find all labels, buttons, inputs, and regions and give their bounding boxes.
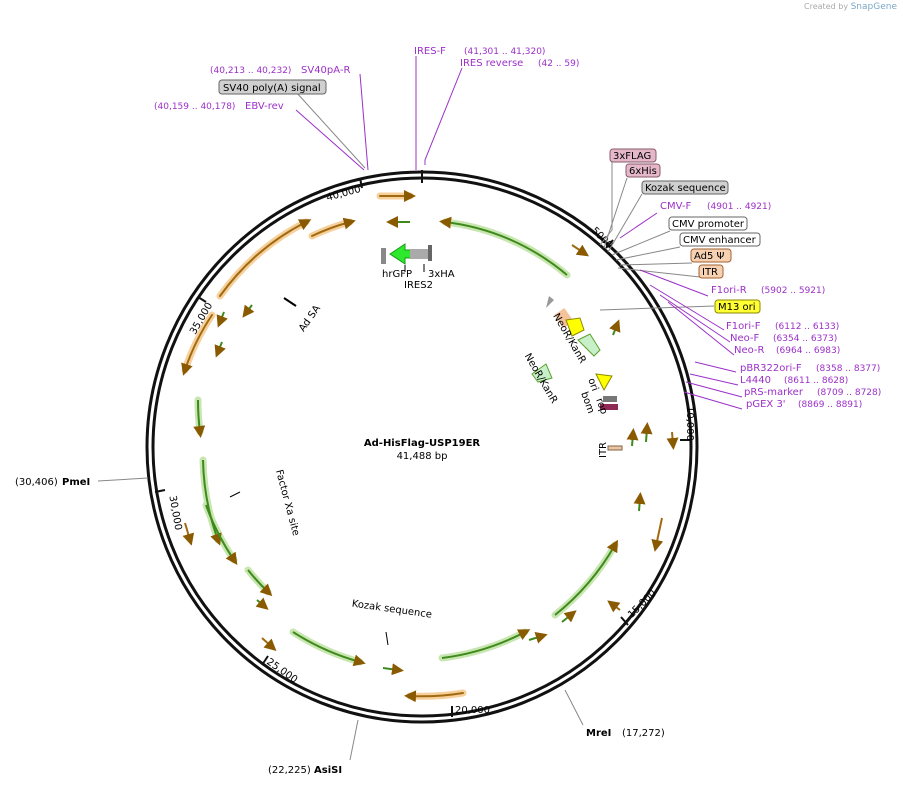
primer-ires-f-coord: (41,301 .. 41,320) [464, 47, 545, 57]
feature-6xhis: 6xHis [629, 166, 657, 177]
feature-sv40-polya: SV40 poly(A) signal [223, 83, 321, 94]
primer-pbr322ori-f-coord: (8358 .. 8377) [816, 364, 880, 374]
orange-features [181, 190, 467, 703]
label-ad-sa: Ad SA [297, 303, 323, 334]
feature-m13-ori: M13 ori [718, 302, 756, 313]
label-ires2: IRES2 [404, 280, 433, 291]
plasmid-size: 41,488 bp [397, 451, 448, 462]
primer-l4440: L4440 [740, 375, 771, 386]
label-3xha: 3xHA [428, 269, 455, 280]
feature-ad5-psi: Ad5 Ψ [694, 251, 725, 262]
label-kozak-inner: Kozak sequence [351, 599, 432, 621]
label-bom: bom [578, 390, 596, 415]
neo-cluster [531, 296, 623, 451]
primer-f1ori-f-coord: (6112 .. 6133) [775, 322, 839, 332]
enzyme-mrei[interactable]: MreI (17,272) [564, 689, 665, 739]
primer-f1ori-r-coord: (5902 .. 5921) [761, 286, 825, 296]
primer-pgex-3-coord: (8869 .. 8891) [798, 400, 862, 410]
primer-ebv-rev-coord: (40,159 .. 40,178) [154, 102, 235, 112]
primer-cmv-f-coord: (4901 .. 4921) [707, 202, 771, 212]
label-ori: ori [585, 377, 600, 393]
label-rop: rop [593, 397, 609, 416]
tick-20000: 20,000 [455, 705, 490, 716]
primer-pgex-3: pGEX 3' [746, 399, 786, 410]
feature-cmv-promoter: CMV promoter [672, 219, 745, 230]
right-labels: 3xFLAG 6xHis Kozak sequence CMV-F (4901 … [599, 148, 881, 410]
tick-25000: 25,000 [264, 657, 299, 686]
label-hrgfp: hrGFP [382, 269, 412, 280]
svg-text:(17,272): (17,272) [622, 728, 665, 739]
primer-ires-f: IRES-F [414, 46, 446, 57]
svg-text:AsiSI: AsiSI [314, 765, 342, 776]
svg-text:MreI: MreI [586, 728, 611, 739]
tick-15000: 15,000 [626, 588, 659, 621]
feature-3xflag: 3xFLAG [613, 151, 651, 162]
small-arrows [182, 216, 679, 676]
primer-l4440-coord: (8611 .. 8628) [784, 376, 848, 386]
primer-sv40pa-r: SV40pA-R [301, 65, 350, 76]
svg-text:(30,406): (30,406) [15, 477, 58, 488]
primer-neo-r: Neo-R [734, 345, 765, 356]
primer-ires-reverse: IRES reverse [460, 58, 523, 69]
label-itr-inner: ITR [598, 442, 609, 458]
svg-text:(22,225): (22,225) [268, 765, 311, 776]
gfp-cassette [381, 243, 432, 265]
svg-text:PmeI: PmeI [62, 477, 90, 488]
primer-sv40pa-r-coord: (40,213 .. 40,232) [210, 66, 291, 76]
feature-cmv-enhancer: CMV enhancer [683, 235, 757, 246]
primer-prs-marker: pRS-marker [744, 387, 804, 398]
primer-f1ori-r: F1ori-R [711, 285, 747, 296]
enzyme-pmei[interactable]: (30,406) PmeI [15, 477, 149, 488]
primer-ebv-rev: EBV-rev [245, 101, 284, 112]
primer-neo-f-coord: (6354 .. 6373) [773, 334, 837, 344]
tick-marks [154, 170, 690, 717]
primer-ires-reverse-coord: (42 .. 59) [538, 59, 579, 69]
primer-neo-f: Neo-F [730, 333, 760, 344]
label-factor-xa: Factor Xa site [273, 469, 301, 538]
label-neor-2: NeoR/KanR [522, 352, 559, 406]
primer-cmv-f: CMV-F [660, 201, 691, 212]
snapgene-brand: Created by SnapGene [804, 2, 897, 12]
primer-pbr322ori-f: pBR322ori-F [740, 363, 802, 374]
tick-30000: 30,000 [166, 495, 183, 531]
primer-prs-marker-coord: (8709 .. 8728) [817, 388, 881, 398]
plasmid-name: Ad-HisFlag-USP19ER [364, 438, 481, 449]
enzyme-asisi[interactable]: (22,225) AsiSI [268, 719, 359, 776]
primer-f1ori-f: F1ori-F [726, 321, 761, 332]
feature-itr: ITR [702, 267, 718, 278]
feature-kozak: Kozak sequence [645, 183, 726, 194]
primer-labels-top: IRES-F (41,301 .. 41,320) IRES reverse (… [154, 46, 579, 171]
tick-10000: 10,000 [684, 406, 695, 441]
primer-neo-r-coord: (6964 .. 6983) [776, 346, 840, 356]
green-features [193, 216, 619, 667]
